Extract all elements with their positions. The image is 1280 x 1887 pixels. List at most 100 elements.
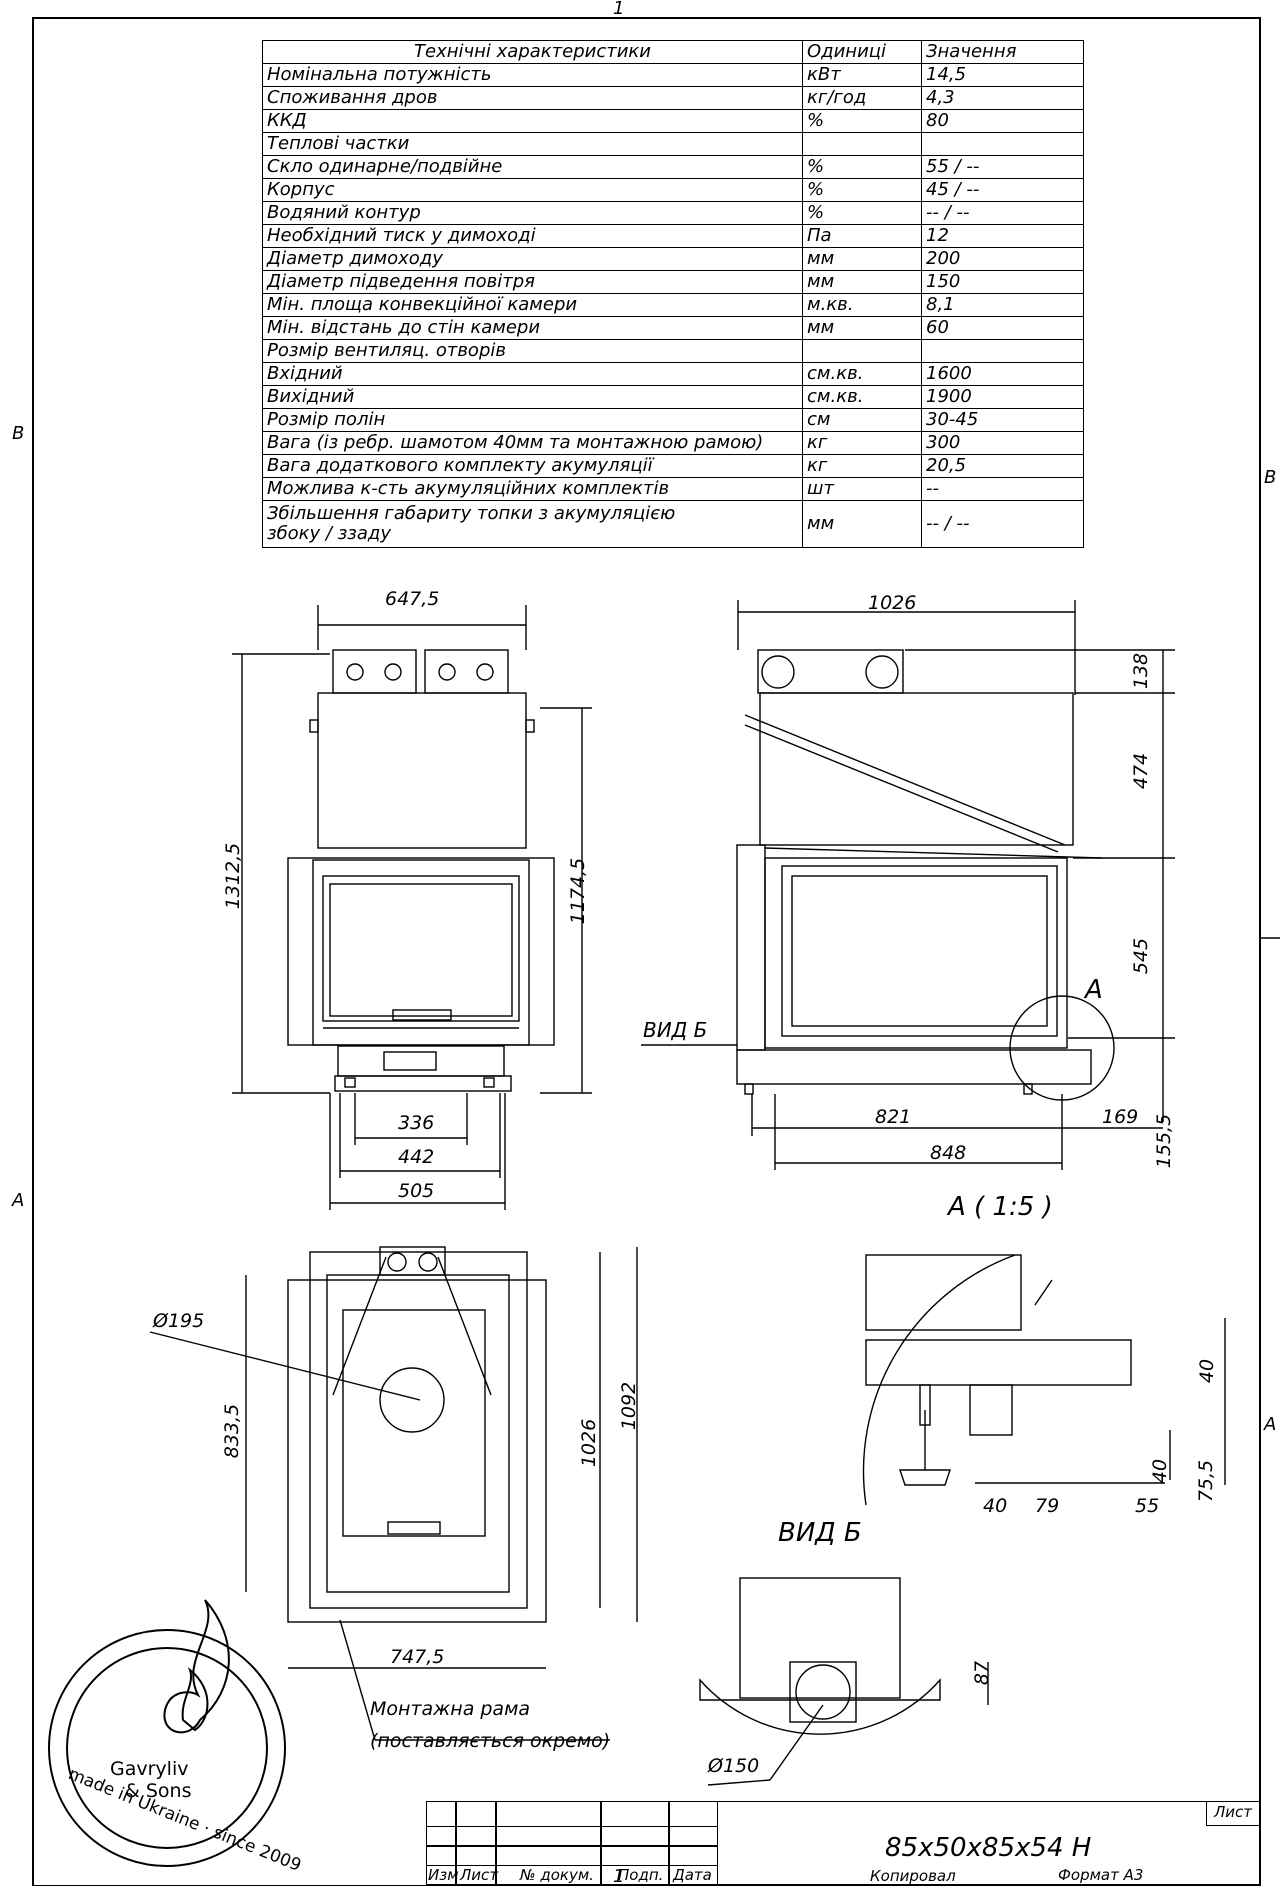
spec-cell-name: Споживання дров — [262, 86, 803, 110]
zone-right-lower: A — [1264, 1414, 1277, 1435]
spec-row: Теплові частки — [262, 132, 1084, 156]
spec-cell-value — [921, 132, 1084, 156]
view-b-diameter: Ø150 — [708, 1755, 760, 1777]
spec-cell-name: Вхідний — [262, 362, 803, 386]
spec-row: Скло одинарне/подвійне%55 / -- — [262, 155, 1084, 179]
spec-cell-value: -- / -- — [921, 500, 1084, 548]
title-col-doc: № докум. — [520, 1866, 594, 1884]
spec-cell-value: 20,5 — [921, 454, 1084, 478]
product-designation: 85x50x85x54 H — [885, 1833, 1092, 1863]
spec-cell-name: Номінальна потужність — [262, 63, 803, 87]
spec-last-line2: збоку / ззаду — [267, 523, 391, 544]
spec-cell-name: Вага додаткового комплекту акумуляції — [262, 454, 803, 478]
copied-label: Копировал — [870, 1867, 956, 1885]
side-w169-label: 169 — [1102, 1106, 1139, 1128]
spec-cell-value: -- — [921, 477, 1084, 501]
spec-row: Корпус%45 / -- — [262, 178, 1084, 202]
detail-a-d40-mid: 40 — [1149, 1458, 1172, 1484]
side-w821-label: 821 — [875, 1106, 912, 1128]
spec-cell-value: 14,5 — [921, 63, 1084, 87]
spec-cell-value: 12 — [921, 224, 1084, 248]
spec-cell-value: 200 — [921, 247, 1084, 271]
spec-cell-value: 8,1 — [921, 293, 1084, 317]
spec-cell-name: Діаметр підведення повітря — [262, 270, 803, 294]
frame-note-line1: Монтажна рама — [370, 1698, 531, 1720]
plan-w747-label: 747,5 — [390, 1646, 445, 1668]
spec-cell-name: Мін. відстань до стін камери — [262, 316, 803, 340]
zone-left-lower: A — [12, 1190, 25, 1211]
spec-cell-name: Діаметр димоходу — [262, 247, 803, 271]
spec-cell-name: Розмір полін — [262, 408, 803, 432]
zone-bottom: 1 — [613, 1866, 625, 1887]
spec-header-row: Технічні характеристики Одиниці Значення — [262, 40, 1084, 64]
spec-header-characteristic: Технічні характеристики — [262, 40, 803, 64]
spec-cell-unit: мм — [802, 316, 922, 340]
spec-row: Вага (із ребр. шамотом 40мм та монтажною… — [262, 431, 1084, 455]
side-w848-label: 848 — [930, 1142, 967, 1164]
spec-cell-unit: % — [802, 155, 922, 179]
spec-cell-name: Вага (із ребр. шамотом 40мм та монтажною… — [262, 431, 803, 455]
spec-cell-value: -- / -- — [921, 201, 1084, 225]
spec-cell-unit: кг/год — [802, 86, 922, 110]
detail-a-d40-bottom: 40 — [983, 1495, 1008, 1517]
format-label: Формат А3 — [1058, 1866, 1144, 1884]
detail-a-title: A ( 1:5 ) — [948, 1192, 1053, 1222]
spec-cell-unit: Па — [802, 224, 922, 248]
spec-cell-unit: м.кв. — [802, 293, 922, 317]
zone-left-upper: B — [12, 423, 25, 444]
spec-cell-unit: см.кв. — [802, 385, 922, 409]
spec-cell-unit: % — [802, 178, 922, 202]
side-h545-label: 545 — [1130, 937, 1153, 975]
spec-cell-name: Теплові частки — [262, 132, 803, 156]
logo-line1: Gavryliv — [110, 1758, 189, 1780]
spec-header-unit: Одиниці — [802, 40, 922, 64]
spec-cell-name: Мін. площа конвекційної камери — [262, 293, 803, 317]
spec-cell-unit: см.кв. — [802, 362, 922, 386]
view-b-drawing — [699, 1577, 989, 1786]
plan-diameter-label: Ø195 — [153, 1310, 205, 1332]
logo-seal — [48, 1599, 286, 1867]
front-width-label: 647,5 — [385, 588, 440, 610]
spec-cell-unit: % — [802, 201, 922, 225]
view-b-title: ВИД Б — [778, 1518, 862, 1548]
title-col-sign: Подп. — [618, 1866, 664, 1884]
spec-cell-value: 55 / -- — [921, 155, 1084, 179]
spec-cell-value: 30-45 — [921, 408, 1084, 432]
spec-cell-unit: кВт — [802, 63, 922, 87]
spec-cell-value: 80 — [921, 109, 1084, 133]
spec-cell-value: 60 — [921, 316, 1084, 340]
plan-view — [149, 1246, 638, 1741]
plan-d833-label: 833,5 — [221, 1403, 244, 1459]
plan-d1092-label: 1092 — [618, 1381, 641, 1431]
spec-cell-name: ККД — [262, 109, 803, 133]
spec-table: Технічні характеристики Одиниці Значення… — [262, 40, 1084, 548]
logo-line2: & Sons — [125, 1780, 192, 1802]
spec-cell-unit: мм — [802, 247, 922, 271]
spec-cell-name: Вихідний — [262, 385, 803, 409]
view-b-pointer-label: ВИД Б — [643, 1018, 708, 1042]
frame-note-line2: (поставляється окремо) — [370, 1730, 611, 1752]
front-view — [232, 605, 592, 1210]
spec-cell-name: Необхідний тиск у димоході — [262, 224, 803, 248]
title-block — [426, 1801, 1260, 1885]
spec-cell-value — [921, 339, 1084, 363]
side-width-label: 1026 — [868, 592, 917, 614]
spec-cell-unit: см — [802, 408, 922, 432]
spec-cell-name: Скло одинарне/подвійне — [262, 155, 803, 179]
spec-cell-value: 4,3 — [921, 86, 1084, 110]
front-dim-505-label: 505 — [398, 1180, 435, 1202]
spec-cell-value: 1600 — [921, 362, 1084, 386]
title-col-date: Дата — [673, 1866, 712, 1884]
spec-last-line1: Збільшення габариту топки з акумуляцією — [267, 503, 676, 524]
detail-a-d40-top: 40 — [1196, 1358, 1219, 1384]
spec-row-last: Збільшення габариту топки з акумуляцією … — [262, 500, 1084, 548]
sheet-frame — [32, 17, 1261, 1886]
